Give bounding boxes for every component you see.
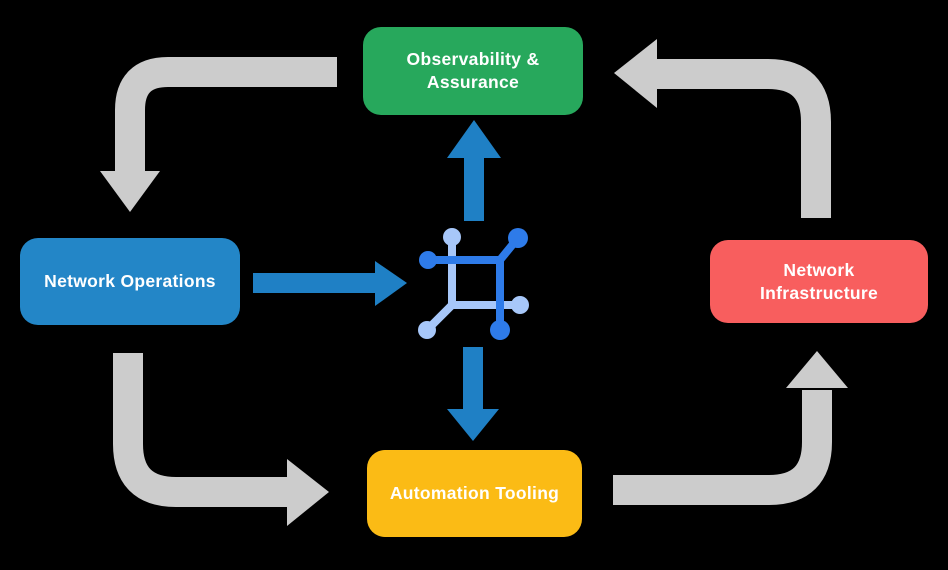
node-observability-label: Observability & Assurance	[406, 49, 540, 92]
icon-light-segments	[418, 228, 529, 339]
arrow-head-right	[287, 459, 329, 526]
node-network-operations: Network Operations	[20, 238, 240, 325]
node-automation-tooling: Automation Tooling	[367, 450, 582, 537]
arrow-head-up	[447, 120, 501, 158]
arrow-head-up	[786, 351, 848, 388]
arrow-center-to-observability	[447, 120, 501, 221]
arrow-shaft	[613, 390, 832, 505]
arrow-head-right	[375, 261, 407, 306]
arrow-observability-to-operations	[100, 57, 337, 212]
arrow-shaft	[655, 59, 831, 218]
arrow-shaft	[115, 57, 337, 173]
arrow-head-down	[100, 171, 160, 212]
arrow-head-down	[447, 409, 499, 441]
arrow-operations-to-automation	[113, 353, 329, 526]
node-infrastructure-label: Network Infrastructure	[760, 259, 878, 303]
node-operations-label: Network Operations	[44, 271, 216, 292]
icon-dark-segments	[419, 228, 528, 340]
node-observability-assurance: Observability & Assurance	[363, 27, 583, 115]
network-fabric-icon	[418, 228, 529, 340]
arrow-shaft	[113, 353, 289, 507]
arrow-head-left	[614, 39, 657, 108]
node-automation-label: Automation Tooling	[389, 483, 560, 504]
arrow-center-to-automation	[447, 347, 499, 441]
arrow-infrastructure-to-observability	[614, 39, 831, 218]
arrow-operations-to-center	[253, 261, 407, 306]
arrow-automation-to-infrastructure	[613, 351, 848, 505]
node-network-infrastructure: Network Infrastructure	[710, 240, 928, 323]
